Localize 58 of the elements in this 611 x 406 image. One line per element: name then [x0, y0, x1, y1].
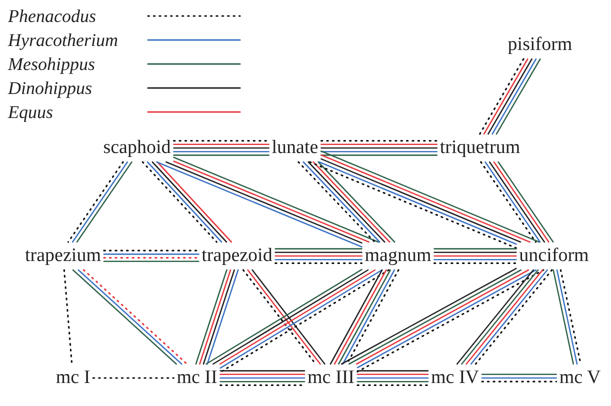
connector-line [173, 144, 270, 146]
connector-line [556, 269, 578, 365]
connector-line [274, 262, 363, 264]
connector-line [552, 269, 574, 365]
connector-line [220, 370, 306, 372]
connector-line [274, 248, 362, 250]
bone-label: mc I [52, 364, 94, 392]
connector-line [274, 255, 362, 257]
legend-label: Phenacodus [8, 7, 97, 25]
legend-label: Equus [8, 103, 54, 121]
connector-line [481, 374, 557, 376]
connector-line [92, 377, 174, 379]
bone-label: mc IV [428, 364, 482, 392]
connector-line [220, 374, 306, 376]
connector-line [103, 257, 200, 259]
bone-label: magnum [362, 242, 434, 270]
bone-label: mc V [556, 364, 604, 392]
bone-label: mc III [304, 364, 358, 392]
legend-label: Dinohippus [8, 79, 94, 97]
connector-line [172, 140, 270, 142]
connector-line [320, 144, 438, 146]
connector-line [434, 255, 517, 257]
connector-line [63, 269, 73, 365]
connector-line [173, 147, 270, 149]
connector-line [220, 377, 306, 379]
legend-label: Mesohippus [8, 55, 96, 73]
bone-label: triquetrum [436, 134, 524, 162]
connector-line [356, 374, 429, 376]
bone-label: scaphoid [100, 134, 174, 162]
connector-line [356, 370, 429, 372]
connector-line [481, 380, 558, 382]
connector-line [356, 380, 429, 382]
connector-line [434, 252, 517, 254]
connector-line [320, 140, 438, 142]
connector-line [356, 384, 429, 386]
connector-line [320, 150, 438, 152]
connector-line [356, 377, 429, 379]
connector-line [320, 147, 438, 149]
connector-line [434, 258, 517, 260]
connector-line [173, 154, 270, 156]
connector-line [103, 250, 200, 252]
connector-line [274, 258, 362, 260]
connector-line [220, 380, 306, 382]
connector-line [481, 377, 557, 379]
bone-label: lunate [268, 134, 322, 162]
bone-label: mc II [174, 364, 220, 392]
connector-line [434, 248, 517, 250]
connector-line [173, 150, 270, 152]
bone-label: unciform [516, 242, 592, 270]
connector-line [320, 154, 438, 156]
bone-label: pisiform [504, 31, 576, 59]
bone-label: trapezoid [198, 242, 276, 270]
legend-label: Hyracotherium [8, 31, 119, 49]
connector-line [274, 252, 362, 254]
connector-line [103, 260, 200, 262]
connector-line [433, 262, 517, 264]
bone-label: trapezium [22, 242, 104, 270]
connector-line [103, 254, 200, 255]
